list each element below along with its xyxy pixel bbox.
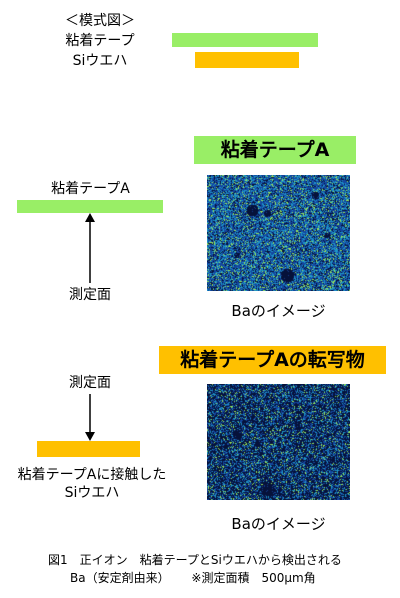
schematic-wafer-label: Siウエハ: [72, 53, 128, 69]
upper-ba-map: [207, 175, 350, 291]
upper-surface-label: 測定面: [69, 287, 111, 303]
lower-image-label: Baのイメージ: [231, 515, 326, 533]
upper-image-label: Baのイメージ: [231, 302, 326, 320]
upper-arrow-icon: [85, 213, 95, 283]
schematic-tape-bar: [172, 33, 318, 47]
lower-wafer-label-line1: 粘着テープAに接触した: [17, 467, 167, 483]
figure-caption-line2: Ba（安定剤由来） ※測定面積 500μm角: [70, 571, 316, 585]
upper-banner: 粘着テープA: [194, 136, 356, 164]
lower-wafer-bar: [37, 441, 140, 457]
lower-banner: 粘着テープAの転写物: [159, 346, 386, 374]
schematic-wafer-bar: [195, 52, 299, 68]
figure-caption-line1: 図1 正イオン 粘着テープとSiウエハから検出される: [48, 553, 342, 567]
lower-arrow-icon: [85, 394, 95, 441]
upper-tape-bar: [17, 200, 163, 213]
schematic-title: ＜模式図＞: [65, 13, 135, 29]
lower-ba-map: [207, 384, 350, 500]
upper-tape-label: 粘着テープA: [51, 181, 130, 197]
lower-surface-label: 測定面: [69, 375, 111, 391]
lower-wafer-label-line2: Siウエハ: [64, 485, 120, 501]
schematic-tape-label: 粘着テープ: [65, 33, 135, 49]
